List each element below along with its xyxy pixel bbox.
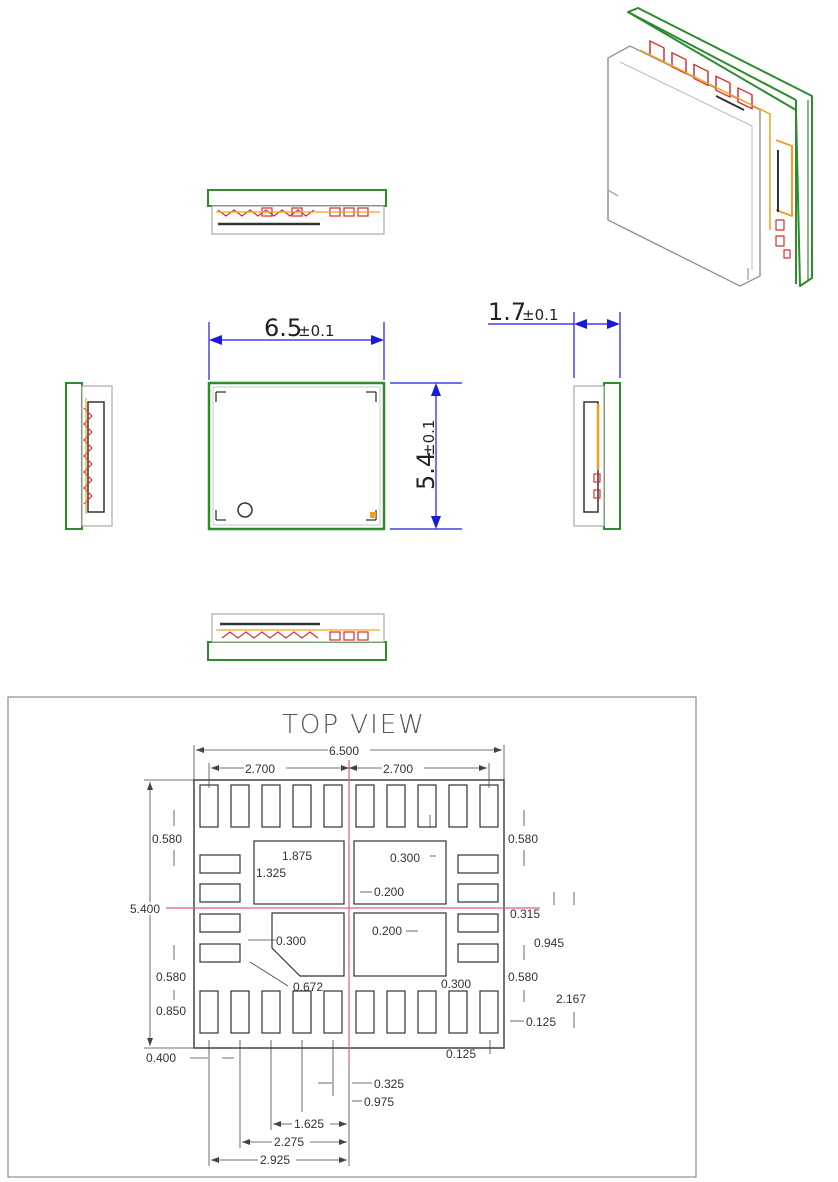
label-b2275: 2.275	[274, 1135, 304, 1149]
label-top-right-580: 0.580	[508, 832, 538, 846]
label-top-left-580: 0.580	[152, 832, 182, 846]
label-bottom-300: 0.300	[441, 977, 471, 991]
label-r125a: 0.125	[526, 1015, 556, 1029]
label-gap-200-h: 0.200	[374, 885, 404, 899]
label-b325: 0.325	[374, 1077, 404, 1091]
thickness-value: 1.7	[488, 298, 526, 326]
label-left-580: 0.580	[156, 970, 186, 984]
label-r2167: 2.167	[556, 992, 586, 1006]
label-pad-1875: 1.875	[282, 849, 312, 863]
label-b400: 0.400	[146, 1051, 176, 1065]
height-tolerance: ±0.1	[420, 420, 438, 456]
width-tolerance: ±0.1	[298, 322, 334, 340]
label-pad-1325: 1.325	[256, 866, 286, 880]
thickness-tolerance: ±0.1	[522, 306, 558, 324]
label-r315: 0.315	[510, 907, 540, 921]
label-total-height: 5.400	[130, 902, 160, 916]
label-b2925: 2.925	[260, 1153, 290, 1167]
pin1-marker-icon	[238, 503, 252, 517]
height-value: 5.4	[412, 452, 440, 490]
front-view	[209, 383, 384, 529]
label-right-580: 0.580	[508, 970, 538, 984]
top-edge-view	[208, 190, 386, 234]
isometric-view	[608, 8, 812, 286]
label-half-right: 2.700	[383, 762, 413, 776]
label-gap-300-top: 0.300	[390, 851, 420, 865]
label-chamfer-672: 0.672	[293, 980, 323, 994]
label-left-300: 0.300	[276, 934, 306, 948]
label-left-850: 0.850	[156, 1004, 186, 1018]
footprint-title: TOP VIEW	[282, 710, 426, 740]
right-side-view	[574, 383, 620, 529]
label-r945: 0.945	[534, 936, 564, 950]
footprint-panel: TOP VIEW	[8, 697, 696, 1177]
bottom-edge-view	[208, 614, 386, 660]
label-r125b: 0.125	[446, 1047, 476, 1061]
label-gap-200-v: 0.200	[372, 924, 402, 938]
label-half-left: 2.700	[245, 762, 275, 776]
label-b1625: 1.625	[294, 1117, 324, 1131]
width-value: 6.5	[264, 314, 302, 342]
label-b975: 0.975	[364, 1095, 394, 1109]
label-total-width: 6.500	[329, 744, 359, 758]
left-side-view	[66, 383, 112, 529]
